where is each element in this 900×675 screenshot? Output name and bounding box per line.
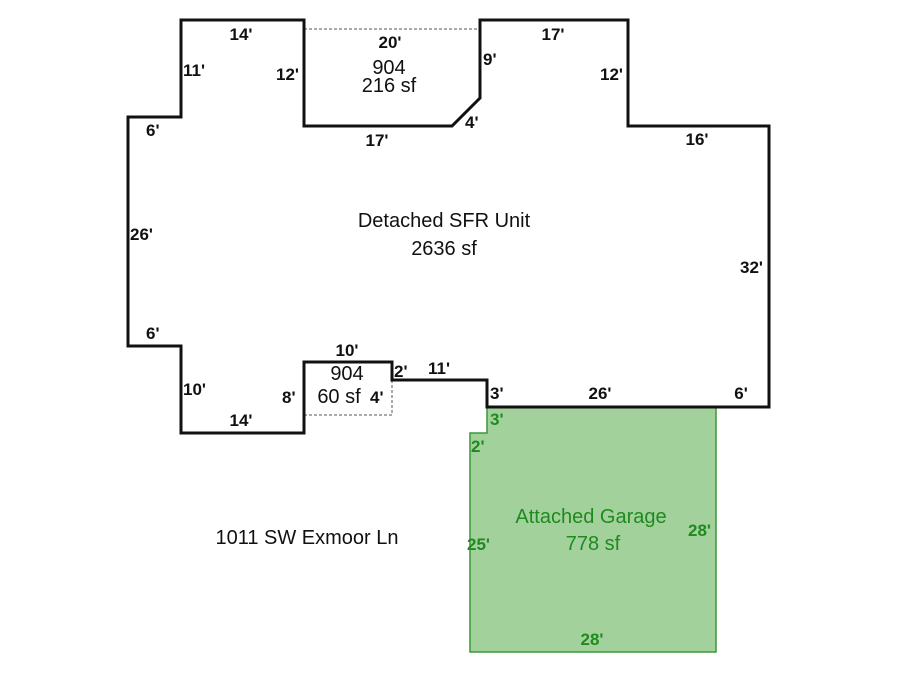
dim-label: 4' xyxy=(465,113,479,132)
dim-label: 9' xyxy=(483,50,497,69)
dim-label: 10' xyxy=(336,341,359,360)
bottom-addition-dashed-line xyxy=(304,380,393,416)
dim-label: 32' xyxy=(740,258,763,277)
dim-label: 28' xyxy=(581,630,604,649)
dim-label: 17' xyxy=(366,131,389,150)
dim-label: 6' xyxy=(734,384,748,403)
dim-label: 11' xyxy=(428,359,450,378)
main-unit-outline[interactable] xyxy=(126,18,771,435)
dim-label: 26' xyxy=(130,225,153,244)
dim-label: 3' xyxy=(490,410,504,429)
dim-label: 6' xyxy=(146,324,160,343)
dim-label: 11' xyxy=(183,61,205,80)
garage-name: Attached Garage xyxy=(515,506,666,528)
dim-label: 16' xyxy=(686,130,709,149)
dim-label: 2' xyxy=(394,362,408,381)
dim-label: 3' xyxy=(490,384,504,403)
garage-area[interactable] xyxy=(469,406,717,653)
dim-label: 12' xyxy=(600,65,623,84)
dim-label: 4' xyxy=(370,388,384,407)
dim-label: 28' xyxy=(688,521,711,540)
dim-label: 26' xyxy=(589,384,612,403)
dim-label: 20' xyxy=(379,33,402,52)
dimension-labels: 14' 11' 6' 26' 6' 10' 14' 12' 20' 17' 4'… xyxy=(130,25,763,430)
bottom-area-code: 904 xyxy=(330,363,363,385)
dim-label: 14' xyxy=(230,25,253,44)
dim-label: 10' xyxy=(183,380,206,399)
dim-label: 14' xyxy=(230,411,253,430)
dim-label: 12' xyxy=(276,65,299,84)
address-label: 1011 SW Exmoor Ln xyxy=(215,527,398,549)
dim-label: 6' xyxy=(146,121,160,140)
garage-area-label: 778 sf xyxy=(566,533,621,555)
top-area-size: 216 sf xyxy=(362,75,417,97)
main-unit-area: 2636 sf xyxy=(411,238,477,260)
main-unit-name: Detached SFR Unit xyxy=(358,210,531,232)
dim-label: 25' xyxy=(467,535,490,554)
dim-label: 17' xyxy=(542,25,565,44)
garage-dimension-labels: 3' 2' 25' 28' 28' xyxy=(467,410,711,649)
top-area-code: 904 xyxy=(372,57,405,79)
bottom-area-size: 60 sf xyxy=(317,386,361,408)
dim-label: 2' xyxy=(471,437,485,456)
dim-label: 8' xyxy=(282,388,296,407)
